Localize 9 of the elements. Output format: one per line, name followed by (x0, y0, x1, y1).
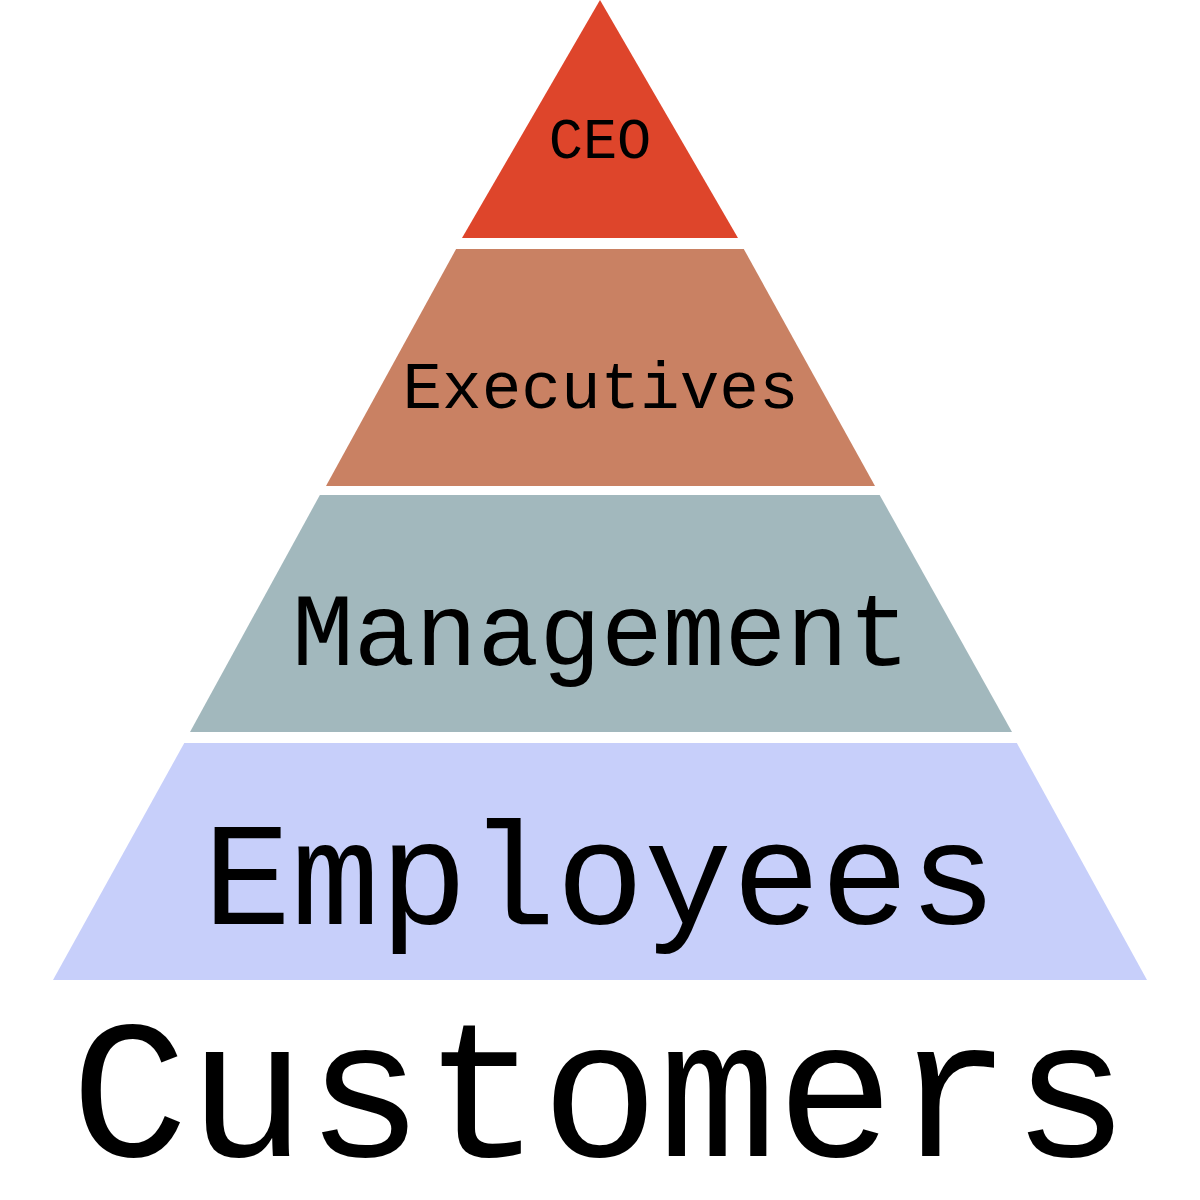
base-label: Customers (70, 1006, 1130, 1200)
tier-label: Employees (203, 811, 997, 959)
tier-label: Executives (402, 358, 799, 425)
pyramid-tier (326, 249, 875, 486)
pyramid-tier (190, 495, 1012, 732)
tier-label: Management (291, 585, 911, 689)
pyramid-tier (462, 0, 738, 238)
pyramid-tier (53, 743, 1147, 980)
tier-label: CEO (548, 114, 652, 172)
